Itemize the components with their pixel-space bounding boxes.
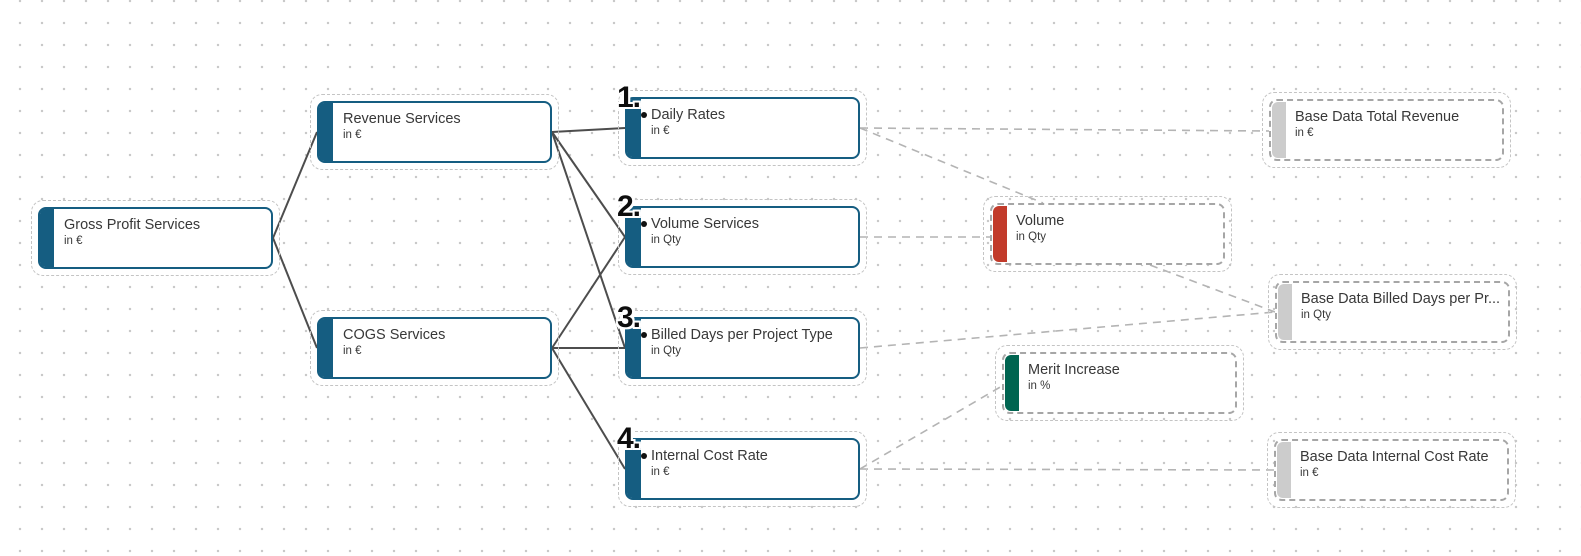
accent-bar — [627, 208, 641, 266]
node-title: Volume Services — [651, 216, 759, 232]
edge-daily-rates-to-base-data-total-revenue — [859, 127, 1270, 132]
edge-revenue-services-to-billed-days-per-project-type — [551, 131, 626, 349]
node-title: Base Data Total Revenue — [1295, 109, 1460, 125]
node-content: Base Data Internal Cost Rate in € — [1300, 448, 1501, 481]
node-unit: in € — [343, 345, 362, 357]
accent-bar — [627, 440, 641, 498]
node-content: Base Data Total Revenue in € — [1295, 108, 1496, 141]
edge-gross-profit-services-to-cogs-services — [272, 237, 318, 349]
node-title: Base Data Internal Cost Rate — [1300, 449, 1489, 465]
accent-bar — [993, 206, 1007, 262]
accent-bar — [1272, 102, 1286, 158]
edge-volume-to-base-data-billed-days-per-project — [1149, 264, 1276, 313]
badge-dot-icon — [641, 453, 647, 459]
accent-bar — [627, 319, 641, 377]
node-content: Volume Services in Qty — [651, 215, 852, 248]
node-revenue-services[interactable]: Revenue Services in € — [310, 94, 559, 170]
node-merit-increase[interactable]: Merit Increase in % — [995, 345, 1244, 421]
node-billed-days-per-project-type[interactable]: Billed Days per Project Type in Qty 3. — [617, 303, 867, 386]
node-content: Volume in Qty — [1016, 212, 1217, 245]
node-content: COGS Services in € — [343, 326, 544, 359]
node-unit: in € — [343, 129, 362, 141]
node-volume-services[interactable]: Volume Services in Qty 2. — [617, 192, 867, 275]
order-number-badge: 2. — [617, 190, 641, 223]
edge-daily-rates-to-volume — [859, 127, 1044, 204]
node-content: Internal Cost Rate in € — [651, 447, 852, 480]
accent-bar — [1005, 355, 1019, 411]
node-title: Revenue Services — [343, 111, 461, 127]
node-internal-cost-rate[interactable]: Internal Cost Rate in € 4. — [617, 424, 867, 507]
order-number-badge: 4. — [617, 422, 641, 455]
edge-internal-cost-rate-to-base-data-internal-cost-rate — [859, 468, 1275, 471]
node-title: Gross Profit Services — [64, 217, 201, 233]
node-unit: in Qty — [1016, 231, 1047, 243]
node-base-data-internal-cost-rate[interactable]: Base Data Internal Cost Rate in € — [1267, 432, 1517, 508]
node-title: COGS Services — [343, 327, 446, 343]
node-content: Daily Rates in € — [651, 106, 852, 139]
accent-bar — [40, 209, 54, 267]
node-unit: in % — [1028, 380, 1051, 392]
node-unit: in € — [64, 235, 83, 247]
edge-gross-profit-services-to-revenue-services — [272, 131, 318, 239]
node-content: Base Data Billed Days per Pr... in Qty — [1301, 290, 1502, 323]
node-title: Daily Rates — [651, 107, 726, 123]
node-content: Revenue Services in € — [343, 110, 544, 143]
edge-internal-cost-rate-to-merit-increase — [859, 385, 1003, 470]
node-unit: in Qty — [651, 345, 682, 357]
accent-bar — [319, 103, 333, 161]
node-unit: in € — [651, 466, 670, 478]
badge-dot-icon — [641, 221, 647, 227]
node-unit: in Qty — [651, 234, 682, 246]
node-title: Merit Increase — [1028, 362, 1120, 378]
node-unit: in Qty — [1301, 309, 1332, 321]
node-content: Merit Increase in % — [1028, 361, 1229, 394]
node-content: Gross Profit Services in € — [64, 216, 265, 249]
node-title: Internal Cost Rate — [651, 448, 768, 464]
accent-bar — [319, 319, 333, 377]
node-content: Billed Days per Project Type in Qty — [651, 326, 852, 359]
node-title: Base Data Billed Days per Pr... — [1301, 291, 1501, 307]
node-cogs-services[interactable]: COGS Services in € — [310, 310, 559, 386]
accent-bar — [627, 99, 641, 157]
node-volume[interactable]: Volume in Qty — [983, 196, 1232, 272]
node-gross-profit-services[interactable]: Gross Profit Services in € — [31, 200, 280, 276]
order-number-badge: 3. — [617, 301, 641, 334]
edge-billed-days-per-project-type-to-base-data-billed-days-per-project — [859, 311, 1276, 349]
edge-revenue-services-to-volume-services — [551, 131, 626, 238]
node-base-data-billed-days-per-project[interactable]: Base Data Billed Days per Pr... in Qty — [1268, 274, 1518, 350]
node-unit: in € — [651, 125, 670, 137]
node-daily-rates[interactable]: Daily Rates in € 1. — [617, 83, 867, 166]
edge-revenue-services-to-daily-rates — [551, 127, 626, 133]
node-unit: in € — [1300, 467, 1319, 479]
badge-dot-icon — [641, 112, 647, 118]
node-base-data-total-revenue[interactable]: Base Data Total Revenue in € — [1262, 92, 1512, 168]
node-title: Volume — [1016, 213, 1065, 229]
badge-dot-icon — [641, 332, 647, 338]
node-title: Billed Days per Project Type — [651, 327, 833, 343]
node-unit: in € — [1295, 127, 1314, 139]
order-number-badge: 1. — [617, 81, 641, 114]
edge-cogs-services-to-volume-services — [551, 236, 626, 349]
accent-bar — [1278, 284, 1292, 340]
edge-cogs-services-to-internal-cost-rate — [551, 347, 626, 470]
accent-bar — [1277, 442, 1291, 498]
